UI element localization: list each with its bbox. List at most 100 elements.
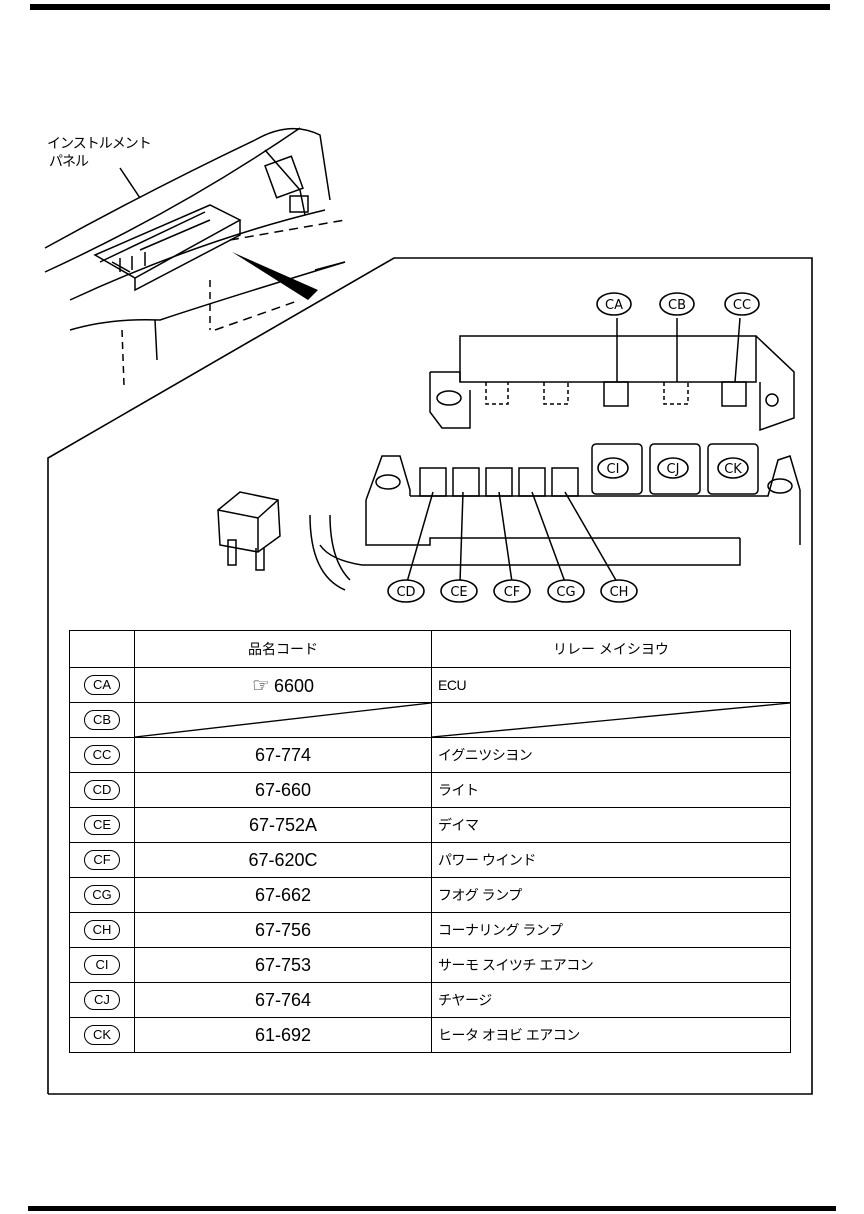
relay-name-value: サーモ スイツチ エアコン bbox=[438, 957, 594, 973]
top-rule bbox=[30, 4, 830, 10]
part-code-value: 67-662 bbox=[254, 884, 312, 905]
relay-name-value: デイマ bbox=[438, 817, 479, 833]
part-code-value: 67-753 bbox=[254, 954, 312, 975]
pointing-hand-icon: ☞ bbox=[252, 674, 270, 697]
row-relay-name: チヤージ bbox=[431, 982, 791, 1018]
table-row: CB bbox=[69, 702, 791, 738]
row-part-code: ☞6600 bbox=[134, 667, 432, 703]
table-row: CK 61-692 ヒータ オヨビ エアコン bbox=[69, 1017, 791, 1053]
svg-text:CB: CB bbox=[668, 298, 686, 313]
svg-text:CH: CH bbox=[610, 585, 629, 600]
row-part-code: 67-764 bbox=[134, 982, 432, 1018]
row-relay-name: ライト bbox=[431, 772, 791, 808]
part-code-value: 67-752A bbox=[248, 814, 318, 835]
part-code-value: 67-774 bbox=[254, 744, 312, 765]
lower-relay-block bbox=[309, 443, 801, 591]
row-part-code: 67-662 bbox=[134, 877, 432, 913]
row-code-cell: CJ bbox=[69, 982, 135, 1018]
not-applicable-slash bbox=[432, 703, 790, 737]
callout-cb: CB bbox=[659, 292, 695, 316]
svg-text:CG: CG bbox=[556, 585, 575, 600]
part-code-value: 67-620C bbox=[248, 849, 318, 870]
callout-cj: CJ bbox=[657, 457, 689, 479]
callout-ce: CE bbox=[440, 579, 478, 603]
part-code-value: 67-756 bbox=[254, 919, 312, 940]
table-row: CC 67-774 イグニツシヨン bbox=[69, 737, 791, 773]
callout-cc: CC bbox=[724, 292, 760, 316]
panel-label-line2: パネル bbox=[49, 154, 89, 170]
header-code bbox=[69, 630, 135, 668]
row-code-tag: CH bbox=[84, 920, 120, 940]
instrument-panel-sketch bbox=[44, 127, 346, 386]
row-part-code bbox=[134, 702, 432, 738]
row-relay-name: サーモ スイツチ エアコン bbox=[431, 947, 791, 983]
row-code-cell: CK bbox=[69, 1017, 135, 1053]
row-part-code: 67-752A bbox=[134, 807, 432, 843]
callout-cf: CF bbox=[493, 579, 531, 603]
row-code-cell: CC bbox=[69, 737, 135, 773]
row-relay-name: パワー ウインド bbox=[431, 842, 791, 878]
diagram-frame bbox=[47, 257, 813, 1095]
row-relay-name: ヒータ オヨビ エアコン bbox=[431, 1017, 791, 1053]
table-header-row: 品名コード リレー メイシヨウ bbox=[69, 630, 791, 668]
callout-ci: CI bbox=[597, 457, 629, 479]
svg-text:CJ: CJ bbox=[667, 462, 680, 477]
row-code-cell: CI bbox=[69, 947, 135, 983]
part-code-value: 6600 bbox=[273, 675, 314, 696]
row-code-cell: CE bbox=[69, 807, 135, 843]
table-row: CA ☞6600 ECU bbox=[69, 667, 791, 703]
row-code-tag: CA bbox=[84, 675, 120, 695]
relay-name-value: チヤージ bbox=[438, 992, 492, 1008]
row-part-code: 61-692 bbox=[134, 1017, 432, 1053]
row-code-tag: CF bbox=[84, 850, 120, 870]
relay-name-value: ライト bbox=[438, 782, 479, 798]
relay-table: 品名コード リレー メイシヨウ CA ☞6600 ECU CB CC 67-774 イグニツ… bbox=[69, 630, 791, 1053]
panel-label-line1: インストルメント bbox=[47, 136, 152, 152]
relay-name-value: ヒータ オヨビ エアコン bbox=[438, 1027, 580, 1043]
row-relay-name: コーナリング ランプ bbox=[431, 912, 791, 948]
row-code-cell: CA bbox=[69, 667, 135, 703]
table-row: CD 67-660 ライト bbox=[69, 772, 791, 808]
row-code-tag: CG bbox=[84, 885, 120, 905]
row-part-code: 67-753 bbox=[134, 947, 432, 983]
relay-name-value: イグニツシヨン bbox=[438, 747, 533, 763]
header-relay-name: リレー メイシヨウ bbox=[431, 630, 791, 668]
relay-name-value: ECU bbox=[438, 677, 467, 693]
callout-labels: CA CB CC CI CJ CK CD CE CF CG CH bbox=[387, 292, 760, 603]
table-row: CH 67-756 コーナリング ランプ bbox=[69, 912, 791, 948]
callout-cg: CG bbox=[547, 579, 585, 603]
part-code-value: 67-764 bbox=[254, 989, 312, 1010]
relay-cube-icon bbox=[217, 491, 281, 571]
table-row: CG 67-662 フオグ ランプ bbox=[69, 877, 791, 913]
part-code-value: 61-692 bbox=[254, 1024, 312, 1045]
svg-text:CE: CE bbox=[450, 585, 467, 600]
instrument-panel-label: インストルメント パネル bbox=[47, 135, 152, 171]
row-code-tag: CJ bbox=[84, 990, 120, 1010]
svg-text:CK: CK bbox=[724, 462, 742, 477]
svg-text:CC: CC bbox=[733, 298, 751, 313]
row-code-tag: CC bbox=[84, 745, 120, 765]
row-part-code: 67-620C bbox=[134, 842, 432, 878]
callout-ch: CH bbox=[600, 579, 638, 603]
row-relay-name: ECU bbox=[431, 667, 791, 703]
table-row: CE 67-752A デイマ bbox=[69, 807, 791, 843]
pointer-arrow bbox=[232, 252, 318, 300]
relay-name-value: パワー ウインド bbox=[438, 852, 536, 868]
not-applicable-slash bbox=[135, 703, 431, 737]
row-part-code: 67-660 bbox=[134, 772, 432, 808]
svg-text:CD: CD bbox=[396, 585, 415, 600]
row-relay-name bbox=[431, 702, 791, 738]
row-relay-name: デイマ bbox=[431, 807, 791, 843]
row-code-tag: CK bbox=[84, 1025, 120, 1045]
svg-text:CF: CF bbox=[504, 585, 521, 600]
callout-cd: CD bbox=[387, 579, 425, 603]
row-code-tag: CB bbox=[84, 710, 120, 730]
row-relay-name: フオグ ランプ bbox=[431, 877, 791, 913]
row-code-cell: CB bbox=[69, 702, 135, 738]
svg-text:CA: CA bbox=[605, 298, 623, 313]
relay-name-value: コーナリング ランプ bbox=[438, 922, 563, 938]
upper-relay-block bbox=[429, 317, 795, 432]
row-relay-name: イグニツシヨン bbox=[431, 737, 791, 773]
row-code-tag: CE bbox=[84, 815, 120, 835]
row-code-tag: CD bbox=[84, 780, 120, 800]
